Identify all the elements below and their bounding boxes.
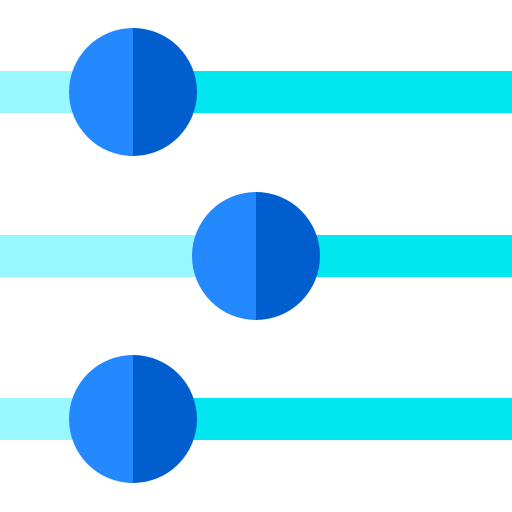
slider-top: [0, 28, 512, 156]
slider-middle-knob-left-half: [192, 192, 256, 320]
slider-bottom-knob-right-half: [133, 355, 197, 483]
slider-middle-knob-right-half: [256, 192, 320, 320]
slider-bottom: [0, 355, 512, 483]
slider-middle: [0, 192, 512, 320]
slider-bottom-knob-left-half: [69, 355, 133, 483]
slider-top-knob-right-half: [133, 28, 197, 156]
slider-top-knob-left-half: [69, 28, 133, 156]
